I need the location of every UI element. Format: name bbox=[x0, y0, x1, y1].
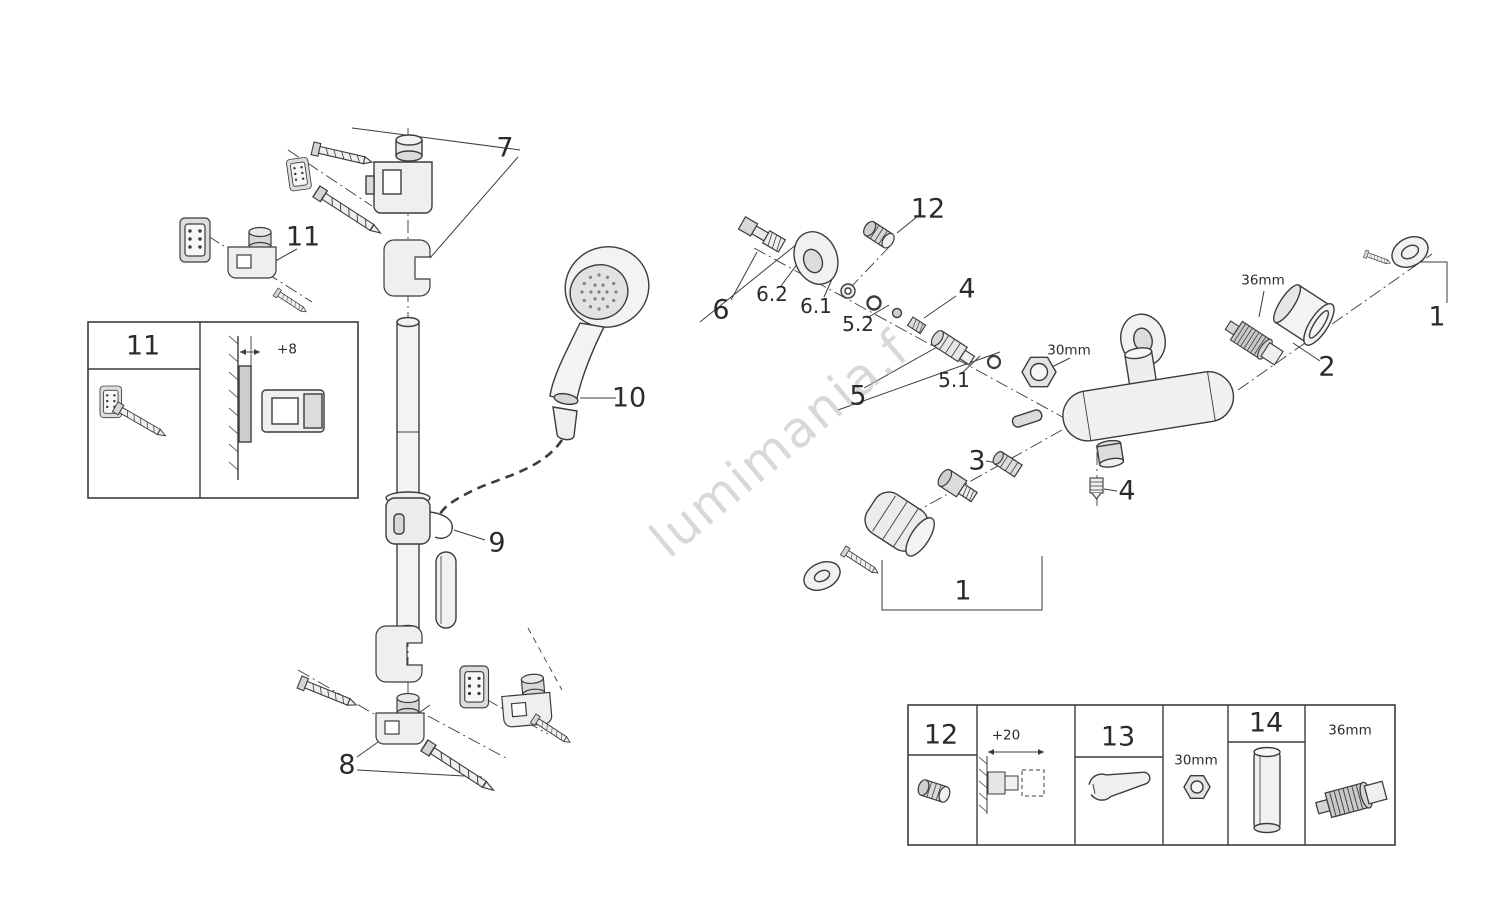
end-cap bbox=[1391, 236, 1429, 268]
dimension-arrows bbox=[240, 349, 260, 355]
cartridge-36mm bbox=[1221, 314, 1286, 369]
label-part-1-right: 1 bbox=[1428, 301, 1446, 333]
adapter-part-3 bbox=[992, 451, 1023, 478]
legend-table bbox=[907, 704, 1396, 846]
inset-detail-box bbox=[87, 321, 359, 499]
label-part-9: 9 bbox=[488, 527, 506, 559]
cap-knob bbox=[1273, 284, 1335, 346]
o-ring bbox=[866, 295, 882, 311]
clip bbox=[1011, 409, 1043, 428]
screw-icon bbox=[1362, 249, 1393, 268]
table-dim-plus20: +20 bbox=[991, 727, 1021, 744]
inset-label-11: 11 bbox=[125, 330, 161, 362]
wall-bracket bbox=[227, 226, 277, 279]
shower-rail-assembly bbox=[179, 134, 650, 797]
nut-30mm bbox=[1021, 356, 1057, 388]
label-part-2: 2 bbox=[1318, 351, 1336, 383]
table-label-12: 12 bbox=[923, 719, 959, 751]
label-dim-36mm: 36mm bbox=[1241, 272, 1285, 289]
spacer-block bbox=[238, 365, 252, 443]
label-part-6: 6 bbox=[712, 294, 730, 326]
label-part-4-upper: 4 bbox=[958, 273, 976, 305]
o-ring bbox=[986, 354, 1002, 370]
label-part-5: 5 bbox=[849, 380, 867, 412]
rail-holder-lower bbox=[375, 625, 423, 683]
mixer-body bbox=[1011, 313, 1235, 468]
label-dim-30mm: 30mm bbox=[1047, 342, 1091, 359]
handle-group bbox=[803, 468, 979, 591]
offset-20-cell-drawing bbox=[978, 749, 1045, 814]
mixer-assembly bbox=[737, 216, 1429, 591]
screw-icon bbox=[420, 739, 498, 797]
label-part-10: 10 bbox=[611, 382, 647, 414]
hand-shower bbox=[549, 246, 650, 441]
wall-plate-icon bbox=[179, 217, 211, 263]
label-part-5-1: 5.1 bbox=[938, 368, 970, 392]
label-part-7: 7 bbox=[496, 132, 514, 164]
label-part-8: 8 bbox=[338, 749, 356, 781]
handle-connector bbox=[937, 468, 979, 503]
screw-icon bbox=[296, 675, 360, 712]
shower-hose bbox=[438, 439, 564, 515]
screw-part-4 bbox=[1089, 477, 1104, 500]
wall-bracket bbox=[375, 692, 425, 745]
rail-glider bbox=[385, 491, 453, 545]
spray-face-dots bbox=[580, 273, 618, 311]
label-part-6-1: 6.1 bbox=[800, 294, 832, 318]
threaded-insert bbox=[906, 316, 927, 335]
wrench-icon bbox=[1080, 771, 1151, 801]
label-part-6-2: 6.2 bbox=[756, 282, 788, 306]
extension-tube-icon bbox=[1253, 746, 1281, 834]
rail-holder-upper bbox=[383, 239, 431, 297]
label-part-3: 3 bbox=[968, 445, 986, 477]
nut-30mm-icon bbox=[1183, 775, 1211, 799]
table-label-14: 14 bbox=[1248, 707, 1284, 739]
table-label-13: 13 bbox=[1100, 721, 1136, 753]
label-part-12: 12 bbox=[910, 193, 946, 225]
label-part-4-lower: 4 bbox=[1118, 475, 1136, 507]
table-dim-30mm: 30mm bbox=[1174, 752, 1218, 769]
cap-part-12 bbox=[860, 218, 898, 251]
label-part-5-2: 5.2 bbox=[842, 312, 874, 336]
wall-plate-icon bbox=[459, 665, 490, 709]
wall-plate-icon bbox=[285, 156, 313, 192]
screw-icon bbox=[839, 545, 882, 578]
label-part-1-lower: 1 bbox=[954, 575, 972, 607]
shower-rail bbox=[396, 321, 420, 631]
screw-icon bbox=[310, 141, 375, 170]
union-nipple bbox=[737, 216, 787, 253]
hose-segment bbox=[435, 551, 457, 629]
label-part-11: 11 bbox=[285, 221, 321, 253]
screw-icon bbox=[272, 287, 310, 317]
handle-knob bbox=[864, 491, 935, 557]
ball bbox=[891, 307, 903, 319]
inset-dim-plus8: +8 bbox=[277, 341, 297, 358]
leader-lines bbox=[267, 127, 1448, 778]
table-dim-36mm: 36mm bbox=[1328, 722, 1372, 739]
connector-part-5 bbox=[930, 329, 976, 366]
wall-bracket bbox=[499, 672, 554, 729]
handle-cap bbox=[803, 561, 841, 591]
washer-ring bbox=[553, 392, 579, 406]
